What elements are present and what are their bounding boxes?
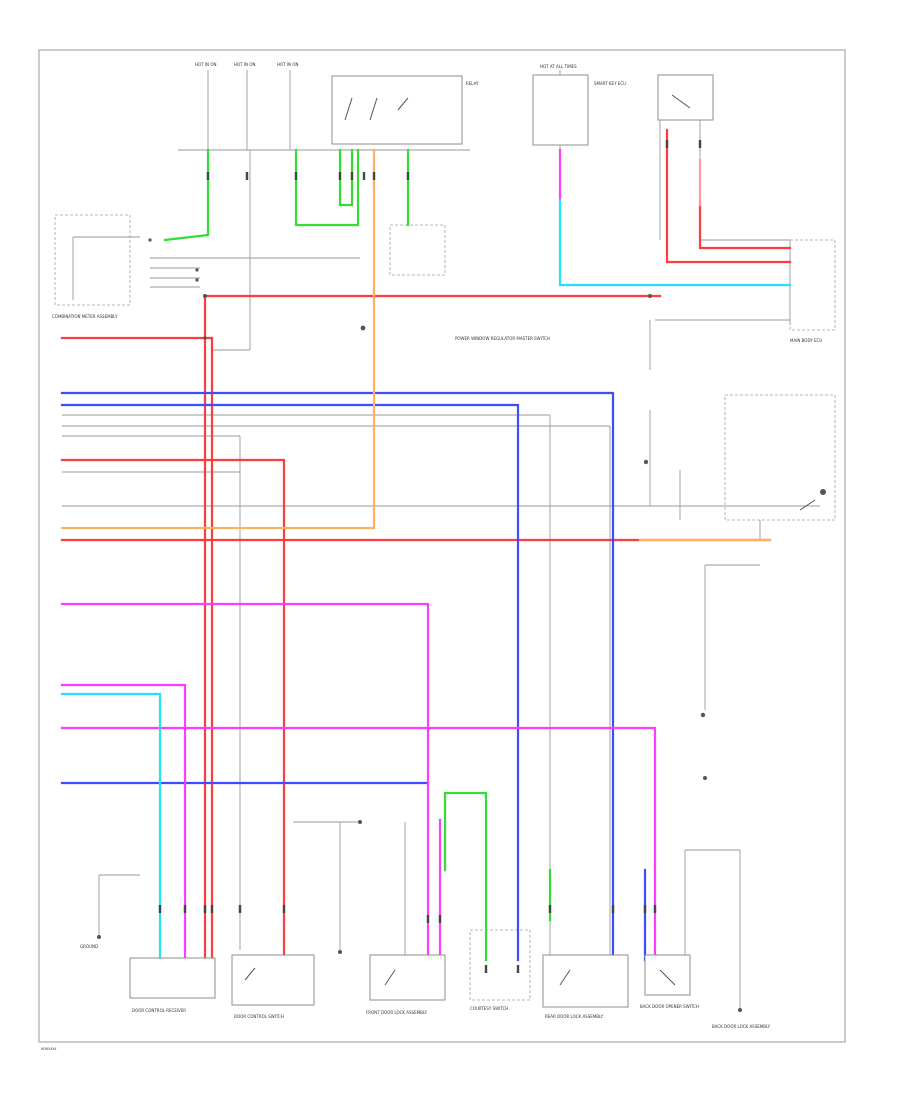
smart-key-box: [532, 74, 589, 146]
components: [129, 74, 714, 1008]
back-door-opener-label: BACK DOOR OPENER SWITCH: [640, 1004, 699, 1009]
relay-box: [331, 75, 463, 145]
back-door-lock-label: BACK DOOR LOCK ASSEMBLY: [712, 1024, 771, 1029]
connector-outlines: [54, 214, 836, 1001]
back-door-box: [644, 954, 691, 996]
colored-wires: [60, 128, 792, 962]
courtesy-switch-label: COURTESY SWITCH: [470, 1006, 508, 1011]
fuse-label-2: HOT IN ON: [234, 62, 255, 67]
door-control-switch-label: DOOR CONTROL SWITCH: [234, 1014, 284, 1019]
combination-meter-label: COMBINATION METER ASSEMBLY: [52, 314, 118, 319]
labels: HOT IN ON HOT IN ON HOT IN ON RELAY HOT …: [41, 62, 822, 1051]
front-lock-box: [369, 954, 446, 1001]
door-switch-box: [657, 74, 714, 121]
relay-label: RELAY: [466, 81, 479, 86]
receiver-box: [129, 957, 216, 999]
switch-symbols: [244, 94, 816, 986]
smart-key-label: SMART KEY ECU: [594, 81, 626, 86]
power-window-switch-label: POWER WINDOW REGULATOR MASTER SWITCH: [455, 336, 550, 341]
diagram-frame: [38, 49, 846, 1043]
connector-ticks: [158, 140, 702, 973]
ground-label: GROUND: [80, 944, 98, 949]
splice-points: [97, 238, 826, 1012]
rear-door-lock-label: REAR DOOR LOCK ASSEMBLY: [545, 1014, 604, 1019]
rear-lock-box: [542, 954, 629, 1008]
fuse-label-3: HOT IN ON: [277, 62, 298, 67]
front-door-lock-label: FRONT DOOR LOCK ASSEMBLY: [366, 1010, 428, 1015]
page-code: W3654X4: [41, 1047, 56, 1051]
hot-at-all-times-label: HOT AT ALL TIMES: [540, 64, 577, 69]
door-control-box: [231, 954, 315, 1006]
fuse-label-1: HOT IN ON: [195, 62, 216, 67]
door-control-receiver-label: DOOR CONTROL RECEIVER: [132, 1008, 186, 1013]
body-ecu-label: MAIN BODY ECU: [790, 338, 822, 343]
